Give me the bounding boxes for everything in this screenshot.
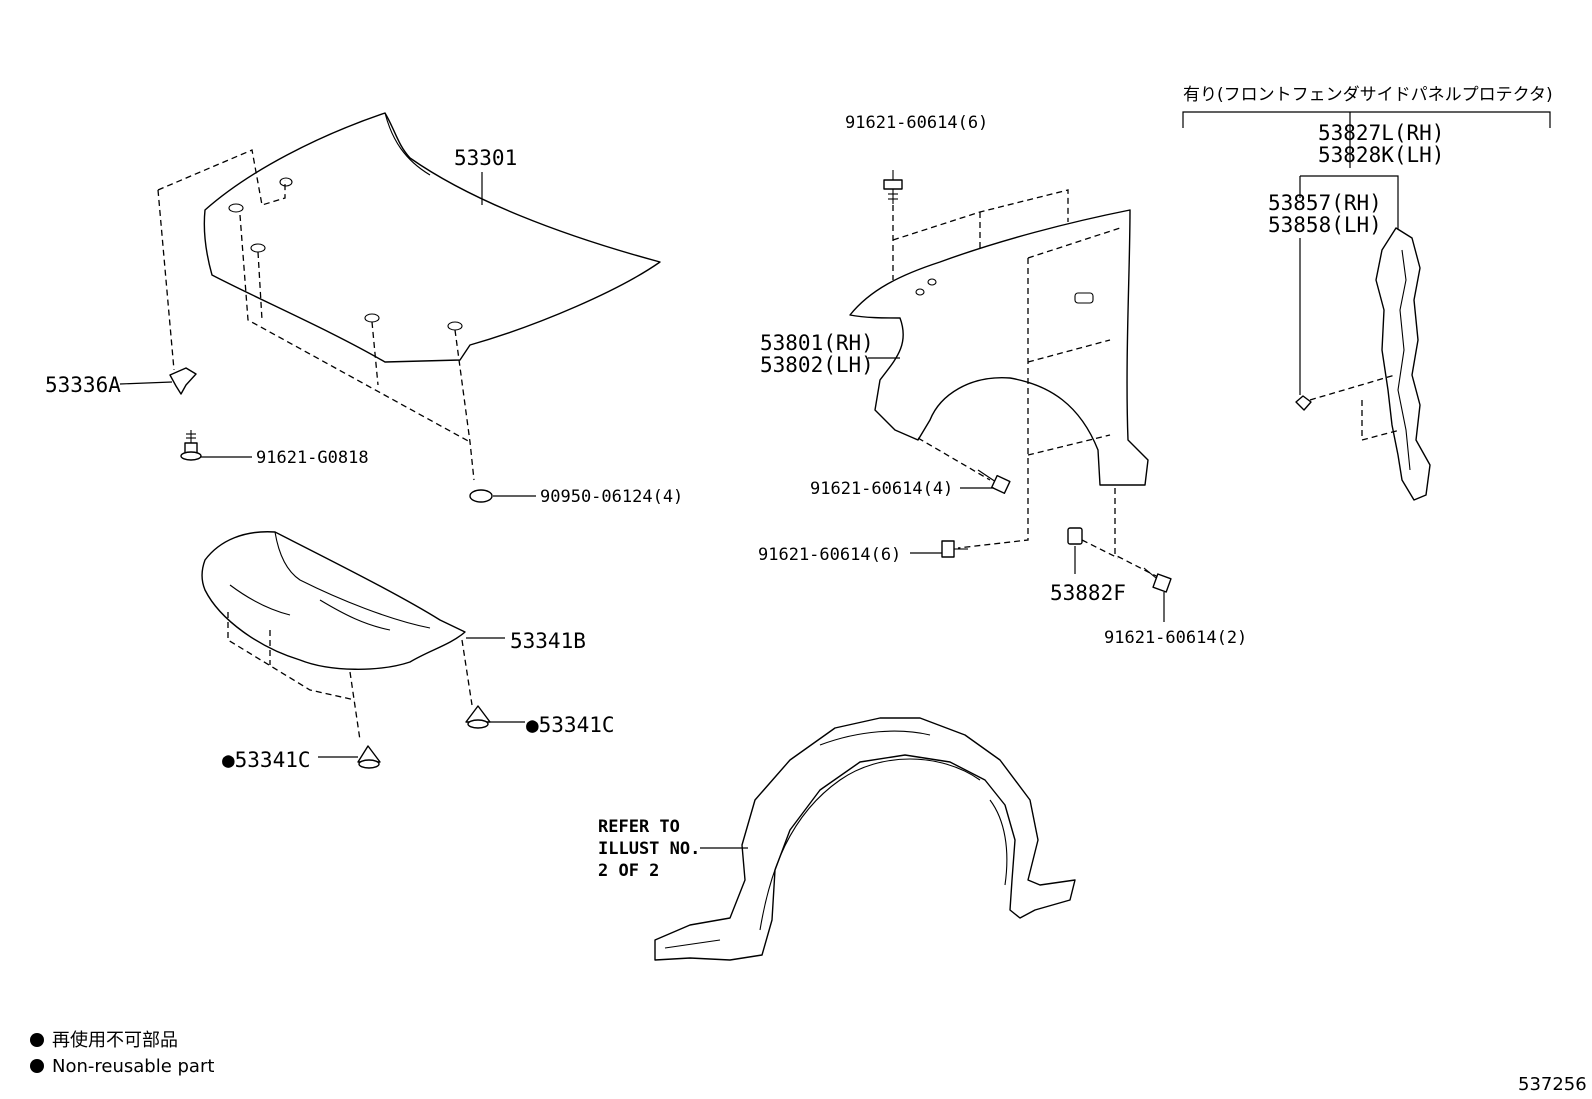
label-hood-cushion: 90950-06124(4) [540,487,683,507]
protector-illustration [1182,111,1551,501]
label-seal-lh: 53858(LH) [1268,213,1382,237]
label-liner-ref-2: ILLUST NO. [598,839,700,859]
fender-illustration [849,170,1172,622]
label-shield: 53341B [510,629,586,653]
label-clip-left: ●53341C [222,748,311,772]
label-fender-rh: 53801(RH) [760,331,874,355]
label-hood: 53301 [454,146,517,170]
label-clip-right: ●53341C [526,713,615,737]
label-fender-bolt-2: 91621-60614(2) [1104,628,1247,648]
illustration-number: 537256 [1518,1074,1587,1095]
label-hood-support: 53336A [45,373,121,397]
label-fender-nut: 53882F [1050,581,1126,605]
label-protector-header: 有り(フロントフェンダサイドパネルプロテクタ) [1183,85,1553,105]
hood-illustration [119,112,661,503]
label-fender-bolt-4: 91621-60614(4) [810,479,953,499]
label-protector-rh: 53827L(RH) [1318,121,1444,145]
label-seal-rh: 53857(RH) [1268,191,1382,215]
label-fender-top-bolt: 91621-60614(6) [845,113,988,133]
label-fender-lh: 53802(LH) [760,353,874,377]
legend-en: Non-reusable part [52,1056,214,1077]
label-liner-ref-3: 2 OF 2 [598,861,659,881]
label-hood-bolt: 91621-G0818 [256,448,369,468]
legend-bullet-jp [30,1033,44,1047]
label-protector-lh: 53828K(LH) [1318,143,1444,167]
label-fender-bolt-6: 91621-60614(6) [758,545,901,565]
shield-illustration [201,531,525,769]
liner-illustration [654,717,1076,961]
legend-jp: 再使用不可部品 [52,1030,178,1051]
label-liner-ref-1: REFER TO [598,817,680,837]
legend-bullet-en [30,1059,44,1073]
